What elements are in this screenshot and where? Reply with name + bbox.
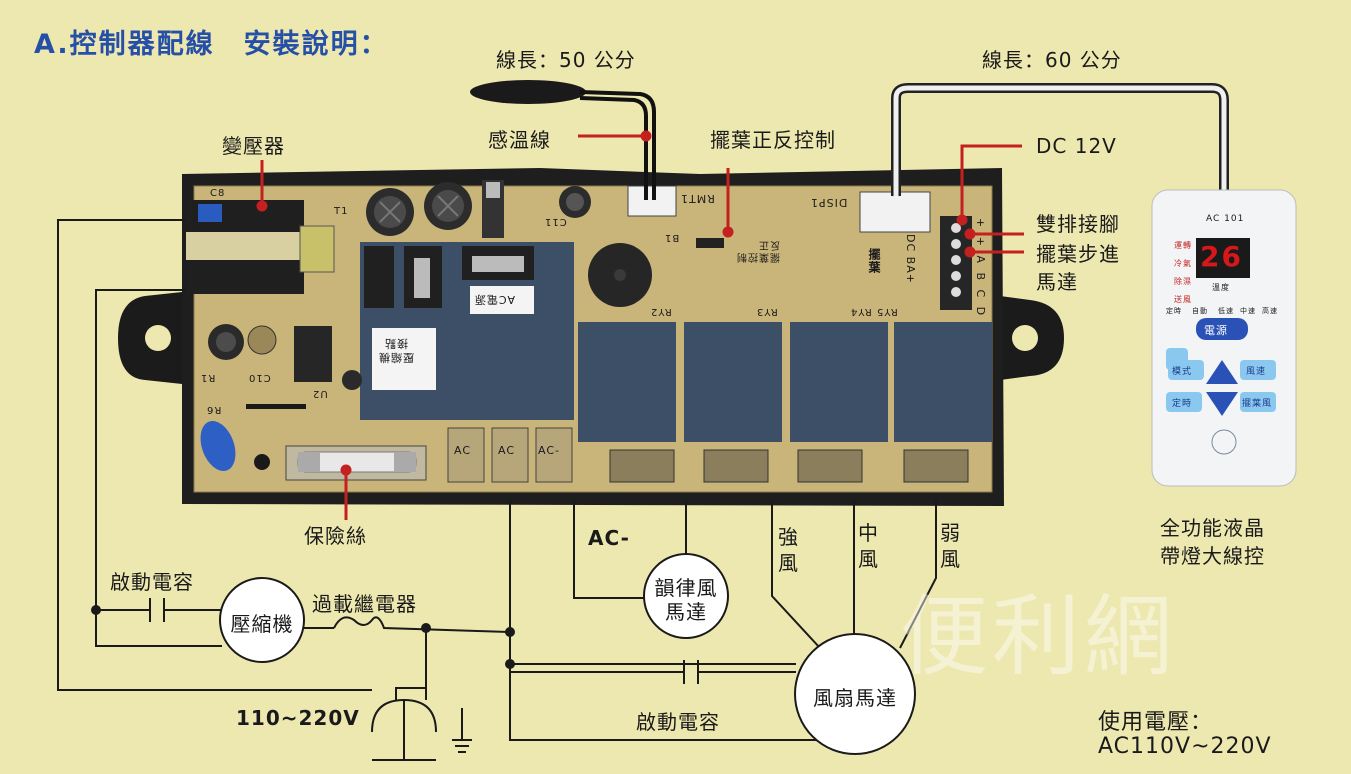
remote-display-value: 26 [1200,240,1243,273]
overload-relay-label: 過載繼電器 [312,592,417,616]
silk-term-ac1: AC [454,444,472,457]
swing-control-label: 擺葉正反控制 [710,128,836,152]
silk-c10: C10 [248,372,271,383]
remote-side-label-0: 運轉 [1174,241,1192,250]
remote-bottom-label-4: 高速 [1262,307,1278,315]
relay-ry2 [578,322,676,442]
silk-ry2: RY2 [650,306,672,317]
remote-side-label-3: 送風 [1174,295,1192,304]
weak-wind-label: 弱 風 [940,521,961,571]
page-title: A.控制器配線 安裝說明： [34,29,389,60]
ic-chip [294,326,332,382]
remote-display [1196,238,1250,278]
silk-r6: R6 [206,404,222,415]
leader-lines [256,130,1024,520]
fan-motor-label: 風扇馬達 [813,686,897,710]
remote-caption-line1: 全功能液晶 [1160,516,1265,540]
remote-swing-button: 擺葉風 [1242,399,1273,409]
control-board [118,168,1064,506]
wired-remote [1151,189,1297,487]
ac-terminals [447,427,573,483]
remote-bottom-label-3: 中速 [1240,307,1256,315]
arrow-down-icon [1206,392,1238,416]
silk-ac-power: AC電源 [474,293,516,306]
silk-u2: U2 [312,388,328,399]
silk-term-ac2: AC [498,444,516,457]
remote-fan-button: 風速 [1246,367,1267,377]
remote-cable-inner [893,85,1227,196]
remote-temp-label: 溫度 [1212,283,1230,292]
start-capacitor-bottom-label: 啟動電容 [636,710,720,734]
left-mount-hole [145,325,171,351]
silk-disp1: DISP1 [810,196,848,209]
silk-comp-contact-line1: 壓縮機 [378,351,414,364]
remote-side-label-2: 除濕 [1174,277,1192,286]
ac-minus-label: AC- [588,526,630,550]
jumper [696,238,724,248]
compressor-circle [219,577,305,663]
remote-mode-button: 模式 [1172,367,1193,377]
sensor-wire-length: 線長：50 公分 [496,48,636,72]
varistor [200,420,236,472]
dc12v-label: DC 12V [1036,134,1117,158]
rhythm-motor-label: 韻律風 馬達 [654,576,718,624]
silk-c11: C11 [544,216,567,227]
relay-ry3 [684,322,782,442]
silk-comp-contact-line2: 接點 [384,337,408,350]
power-button-shape [1196,318,1248,340]
silk-c8: C8 [210,188,226,199]
disp1-connector [859,191,931,233]
remote-model: AC 101 [1206,214,1245,224]
rhythm-motor-circle [643,553,729,639]
transformer-label: 變壓器 [222,134,285,158]
compressor-relay [360,242,574,420]
capacitors [366,180,591,238]
relay-ry4 [790,322,888,442]
temp-sensor-label: 感溫線 [488,128,551,152]
remote-side-label-1: 冷氣 [1174,259,1192,268]
remote-bottom-label-0: 定時 [1166,307,1182,315]
silk-term-ac-minus: AC- [538,444,560,457]
silk-ry4: RY4 [850,306,872,317]
silk-t1: T1 [334,206,349,217]
silk-r1: R1 [200,372,216,383]
double-header-label: 雙排接腳 [1036,212,1120,236]
transformer [186,200,335,294]
start-capacitor-top-label: 啟動電容 [110,570,194,594]
usage-voltage-value: AC110V~220V [1098,734,1272,759]
silk-swing: 擺葉 [867,248,881,274]
strong-wind-label: 強 風 [778,525,799,575]
silk-swing-control: 擺葉控制 反正 [736,239,780,262]
relay-bank [578,322,992,483]
medium-wind-label: 中 風 [858,521,879,571]
silk-ry5: RY5 [876,306,898,317]
remote-bottom-label-2: 低速 [1218,307,1234,315]
arrow-up-icon [1206,360,1238,384]
remote-wire-length: 線長：60 公分 [982,48,1122,72]
remote-bottom-label-1: 自動 [1192,307,1208,315]
stepper-label-line1: 擺葉步進 [1036,242,1120,266]
fuse-label: 保險絲 [304,524,367,548]
remote-timer-button: 定時 [1172,399,1193,409]
silk-ry3: RY3 [756,306,778,317]
right-mount-hole [1012,325,1038,351]
fan-motor-circle [794,633,916,755]
watermark: 便利網 [900,585,1177,688]
stepper-label-line2: 馬達 [1036,270,1078,294]
silk-b1: B1 [664,232,680,243]
relay-ry5 [894,322,992,442]
fuse-holder [285,445,427,481]
wiring-lines [57,219,937,761]
silk-dc-ba: DC BA+ [904,234,917,284]
compressor-label: 壓縮機 [230,612,294,636]
input-voltage-label: 110~220V [236,706,360,730]
remote-caption-line2: 帶燈大線控 [1160,544,1265,568]
silk-abcd: + + A B C D [974,218,987,319]
silk-rmt1: RMT1 [680,192,715,205]
remote-power-button: 電源 [1204,324,1228,337]
temperature-sensor [470,80,656,200]
usage-voltage-label: 使用電壓： [1098,710,1214,735]
